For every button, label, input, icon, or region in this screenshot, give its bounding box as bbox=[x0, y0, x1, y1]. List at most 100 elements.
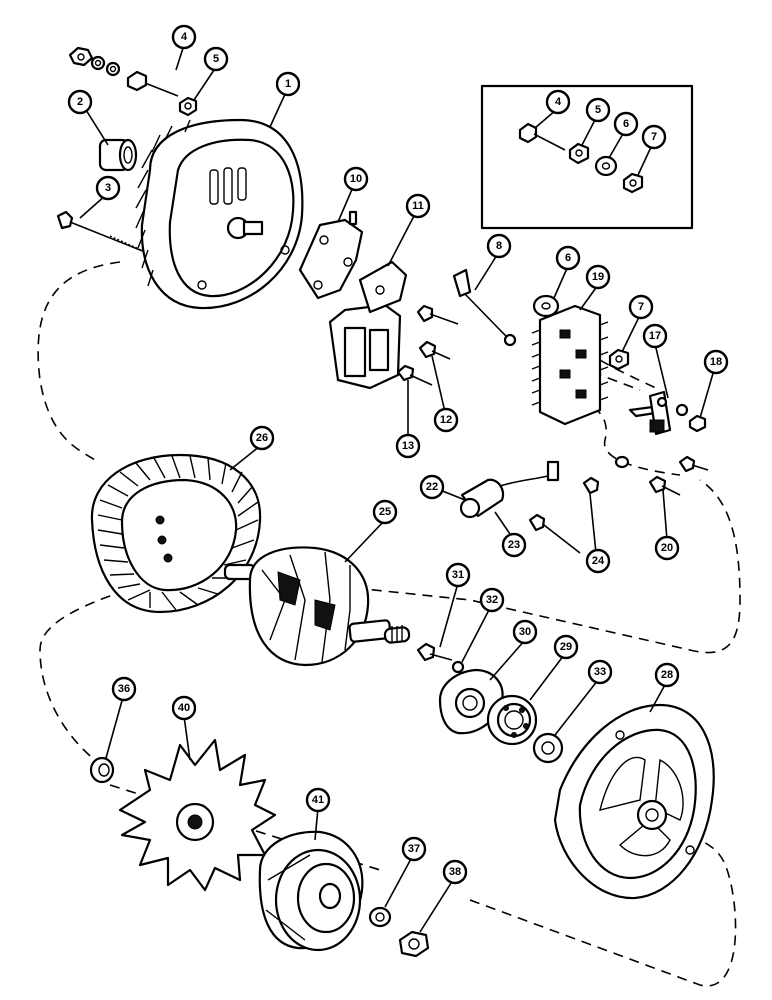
top-bolt bbox=[126, 70, 179, 97]
svg-text:32: 32 bbox=[486, 594, 498, 606]
callout-30: 30 bbox=[512, 619, 538, 645]
callout-11: 11 bbox=[405, 193, 431, 219]
callout-24: 24 bbox=[585, 548, 611, 574]
callout-7: 7 bbox=[628, 294, 654, 320]
svg-text:13: 13 bbox=[402, 440, 414, 452]
svg-text:6: 6 bbox=[565, 252, 571, 264]
svg-text:6: 6 bbox=[623, 118, 629, 130]
svg-text:12: 12 bbox=[440, 414, 452, 426]
callout-25: 25 bbox=[372, 499, 398, 525]
callout-26: 26 bbox=[249, 425, 275, 451]
svg-text:11: 11 bbox=[412, 200, 424, 212]
svg-text:23: 23 bbox=[508, 539, 520, 551]
top-bolt-nut bbox=[178, 96, 198, 117]
slip-ring-end-housing-part-28 bbox=[553, 703, 715, 900]
nut-part-18 bbox=[688, 414, 707, 433]
callout-17: 17 bbox=[642, 323, 668, 349]
screw-part-31 bbox=[416, 642, 453, 662]
callout-4-inset: 4 bbox=[545, 89, 571, 115]
svg-text:29: 29 bbox=[560, 641, 572, 653]
svg-text:20: 20 bbox=[661, 542, 673, 554]
callout-38: 38 bbox=[442, 859, 468, 885]
svg-text:28: 28 bbox=[661, 669, 673, 681]
lockwasher-part-37 bbox=[368, 906, 392, 928]
bearing-part-2 bbox=[98, 138, 138, 172]
callout-19: 19 bbox=[585, 264, 611, 290]
callout-22: 22 bbox=[419, 474, 445, 500]
callout-37: 37 bbox=[401, 836, 427, 862]
callout-3: 3 bbox=[95, 175, 121, 201]
screw-part-13 bbox=[396, 364, 433, 386]
fan-part-40 bbox=[118, 738, 277, 892]
small-washer bbox=[614, 455, 630, 469]
rotor-part-25 bbox=[223, 546, 411, 667]
callout-28: 28 bbox=[654, 662, 680, 688]
svg-text:41: 41 bbox=[312, 794, 324, 806]
svg-text:2: 2 bbox=[77, 96, 83, 108]
drive-end-housing-part-1 bbox=[135, 118, 304, 310]
capacitor-part-23 bbox=[459, 460, 560, 519]
svg-text:7: 7 bbox=[651, 131, 657, 143]
callout-8: 8 bbox=[486, 233, 512, 259]
callout-13: 13 bbox=[395, 433, 421, 459]
brush-holder-plate-part-10 bbox=[298, 210, 364, 300]
upper-group-outline bbox=[37, 261, 121, 461]
svg-text:5: 5 bbox=[595, 104, 601, 116]
callout-1: 1 bbox=[275, 71, 301, 97]
rectifier-part-19 bbox=[531, 304, 609, 426]
svg-text:26: 26 bbox=[256, 432, 268, 444]
nut-part-7 bbox=[608, 348, 630, 371]
callout-36: 36 bbox=[111, 676, 137, 702]
svg-text:37: 37 bbox=[408, 843, 420, 855]
callout-4-top: 4 bbox=[171, 24, 197, 50]
through-bolt-part-3 bbox=[56, 210, 151, 255]
callout-29: 29 bbox=[553, 634, 579, 660]
washer-part-33 bbox=[532, 732, 564, 764]
svg-text:8: 8 bbox=[496, 240, 502, 252]
screw-upper bbox=[416, 304, 459, 325]
terminal-bracket-part-17 bbox=[628, 390, 689, 436]
callout-20: 20 bbox=[654, 535, 680, 561]
screw-part-12 bbox=[418, 340, 451, 360]
svg-text:4: 4 bbox=[555, 96, 562, 108]
stator-part-26 bbox=[90, 453, 262, 614]
svg-text:19: 19 bbox=[592, 271, 604, 283]
callout-2: 2 bbox=[67, 89, 93, 115]
top-left-hardware bbox=[68, 46, 121, 77]
callout-31: 31 bbox=[445, 562, 471, 588]
wire-lead-part-8 bbox=[452, 268, 517, 347]
svg-text:33: 33 bbox=[594, 666, 606, 678]
screw-part-24-lower bbox=[528, 513, 546, 532]
svg-text:22: 22 bbox=[426, 481, 438, 493]
washer-part-6 bbox=[532, 294, 560, 318]
svg-text:17: 17 bbox=[649, 330, 661, 342]
callout-40: 40 bbox=[171, 695, 197, 721]
screw-part-24-upper bbox=[582, 476, 600, 495]
callout-10: 10 bbox=[343, 166, 369, 192]
regulator-part-11 bbox=[328, 260, 408, 390]
callout-6: 6 bbox=[555, 245, 581, 271]
svg-text:7: 7 bbox=[638, 301, 644, 313]
retainer-plate-part-30 bbox=[438, 668, 504, 735]
svg-text:40: 40 bbox=[178, 702, 190, 714]
svg-text:24: 24 bbox=[592, 555, 605, 567]
terminal-group-outline bbox=[559, 399, 681, 476]
svg-text:38: 38 bbox=[449, 866, 461, 878]
callout-7-inset: 7 bbox=[641, 124, 667, 150]
nut-part-38 bbox=[398, 930, 430, 958]
svg-text:4: 4 bbox=[181, 31, 188, 43]
svg-text:36: 36 bbox=[118, 683, 130, 695]
svg-text:3: 3 bbox=[105, 182, 111, 194]
collar-part-36 bbox=[89, 756, 115, 784]
screw-part-20 bbox=[648, 475, 681, 496]
callout-32: 32 bbox=[479, 587, 505, 613]
callout-23: 23 bbox=[501, 532, 527, 558]
svg-text:31: 31 bbox=[452, 569, 464, 581]
callout-6-inset: 6 bbox=[613, 111, 639, 137]
svg-text:18: 18 bbox=[710, 356, 722, 368]
callout-33: 33 bbox=[587, 659, 613, 685]
callout-41: 41 bbox=[305, 787, 331, 813]
callout-5-inset: 5 bbox=[585, 97, 611, 123]
bearing-part-29 bbox=[486, 694, 538, 746]
